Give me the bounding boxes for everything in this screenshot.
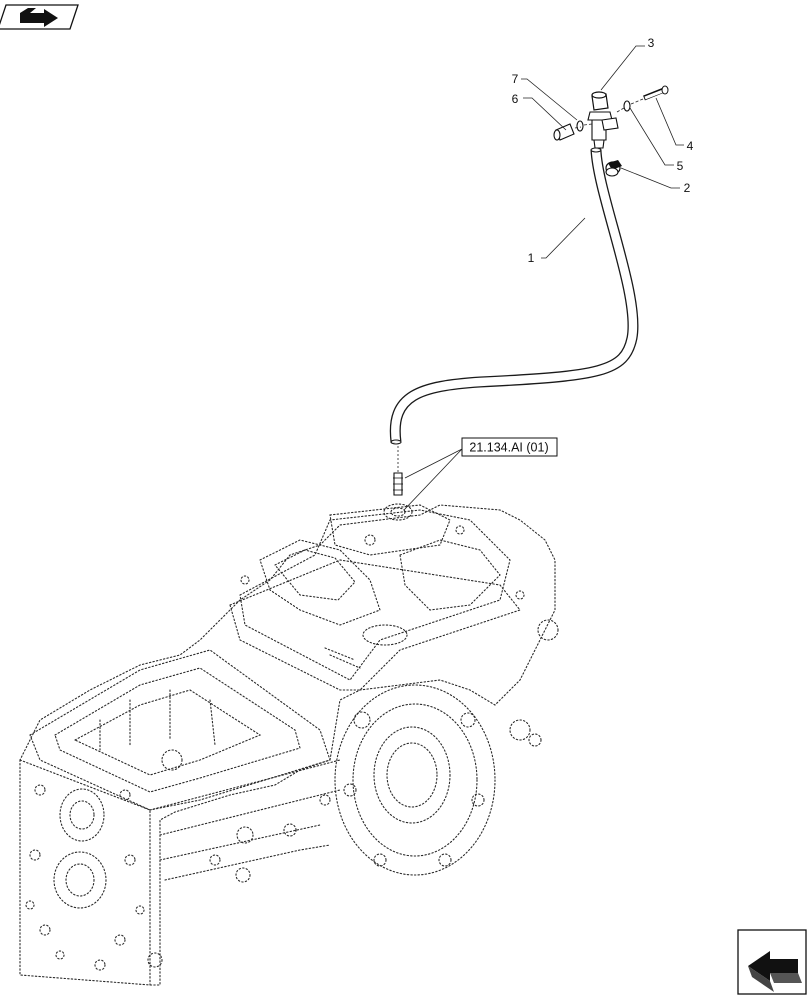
next-page-arrow-icon[interactable]: [737, 929, 807, 995]
breather-hose: [389, 149, 639, 443]
sealing-washer-5: [623, 100, 631, 112]
callout-3: 3: [648, 36, 655, 50]
callout-2: 2: [684, 181, 691, 195]
housing-nipple: [393, 446, 403, 496]
breather-cap: [591, 91, 609, 111]
banjo-bolt: [643, 85, 669, 101]
reference-label[interactable]: 21.134.AI (01): [469, 441, 548, 455]
transmission-housing: [19, 503, 559, 986]
t-fitting: [587, 111, 619, 149]
callout-6: 6: [512, 92, 519, 106]
callout-1: 1: [528, 251, 535, 265]
breather-assembly: [389, 85, 669, 496]
callout-7: 7: [512, 72, 519, 86]
adapter-fitting: [553, 123, 575, 141]
callout-4: 4: [687, 139, 694, 153]
callout-5: 5: [677, 159, 684, 173]
hose-clamp: [605, 160, 622, 177]
sealing-washer-7: [576, 120, 584, 132]
book-arrow-icon[interactable]: [0, 4, 79, 30]
reference-link[interactable]: 21.134.AI (01): [461, 437, 558, 457]
callout-leaders: [403, 45, 684, 511]
